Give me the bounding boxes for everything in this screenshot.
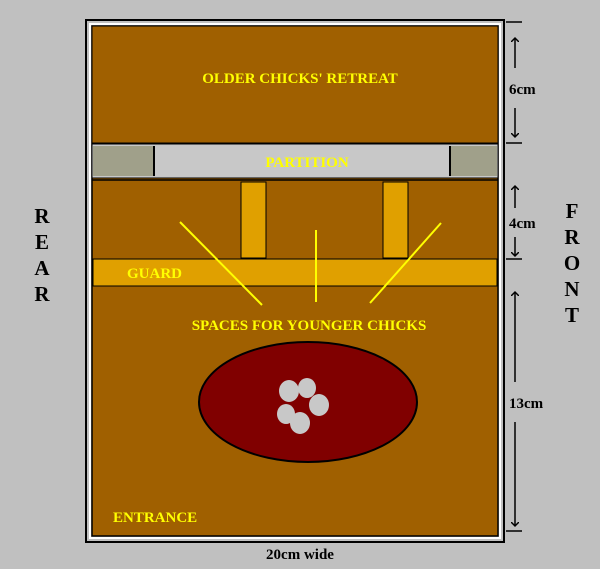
rear-label: R E A R xyxy=(34,204,50,306)
front-label: F R O N T xyxy=(564,199,581,327)
front-letter: N xyxy=(564,277,579,301)
retreat-compartment xyxy=(91,25,499,144)
partition-end-left xyxy=(93,146,154,176)
egg xyxy=(279,380,299,402)
width-label: 20cm wide xyxy=(266,547,334,563)
retreat-label: OLDER CHICKS' RETREAT xyxy=(202,71,398,87)
guard-label: GUARD xyxy=(127,266,182,282)
box-outer-border xyxy=(85,19,505,543)
egg xyxy=(277,404,295,424)
egg xyxy=(290,412,310,434)
nest xyxy=(198,341,418,463)
rear-letter: E xyxy=(35,230,49,254)
rear-letter: R xyxy=(34,282,50,306)
spaces-label: SPACES FOR YOUNGER CHICKS xyxy=(192,318,427,334)
pointer-line-left xyxy=(179,221,263,306)
partition xyxy=(91,143,499,179)
partition-end-right xyxy=(450,146,497,176)
rear-letter: R xyxy=(34,204,50,228)
dimension-markers xyxy=(506,21,522,532)
egg xyxy=(298,378,316,398)
front-letter: R xyxy=(564,225,580,249)
guard-post-right xyxy=(382,181,409,259)
front-letter: T xyxy=(565,303,579,327)
rear-letter: A xyxy=(34,256,50,280)
pointer-line-right xyxy=(369,222,442,304)
guard-bar xyxy=(92,258,498,287)
dim-label-6cm: 6cm xyxy=(509,82,536,98)
box-inner-border xyxy=(89,23,501,539)
egg xyxy=(309,394,329,416)
front-letter: O xyxy=(564,251,580,275)
dim-label-4cm: 4cm xyxy=(509,216,536,232)
guard-post-left xyxy=(240,181,267,259)
partition-label: PARTITION xyxy=(265,155,349,171)
entrance-label: ENTRANCE xyxy=(113,510,197,526)
dim-label-13cm: 13cm xyxy=(509,396,544,412)
front-letter: F xyxy=(566,199,579,223)
